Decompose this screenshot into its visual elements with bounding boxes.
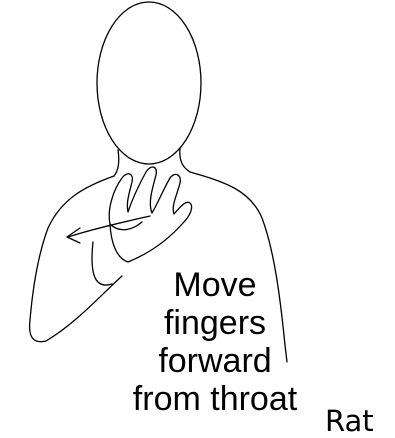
left-shoulder-arm-outline [30,176,122,342]
neck-left-line [114,150,119,176]
instruction-text: Move fingers forward from throat [128,266,302,418]
neck-right-line [180,148,190,172]
head-outline [97,2,201,164]
instruction-line: from throat [128,380,302,418]
thumb-line [110,222,142,230]
instruction-line: fingers [128,304,302,342]
hand-outline [109,167,191,262]
instruction-line: forward [128,342,302,380]
forearm-inner-line [92,242,112,285]
instruction-line: Move [128,266,302,304]
word-label: Rat [325,405,374,437]
